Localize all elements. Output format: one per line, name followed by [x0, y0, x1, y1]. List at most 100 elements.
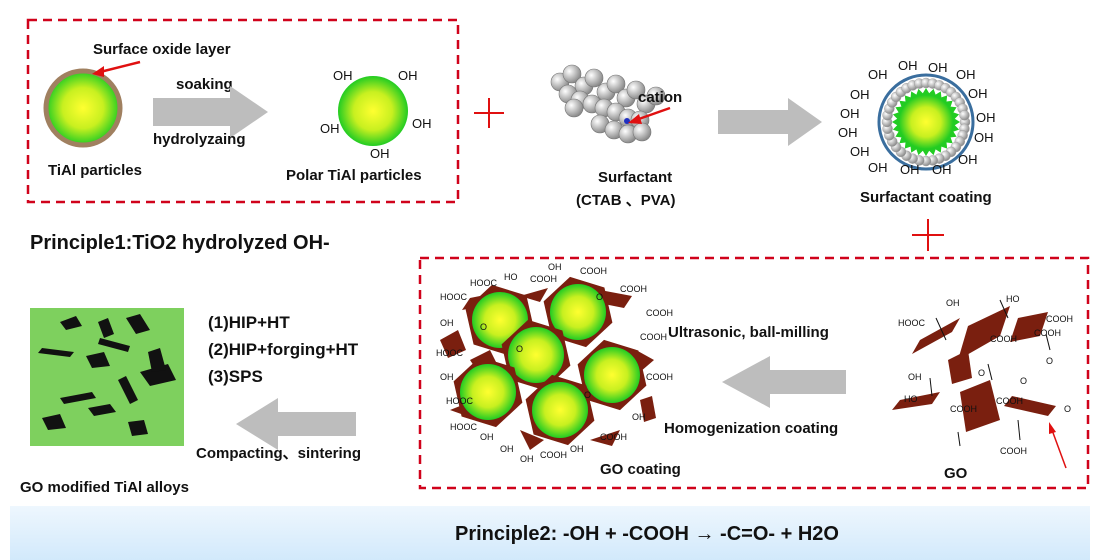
functional-group-label: O	[516, 344, 523, 354]
compacting-arrow	[236, 398, 356, 450]
functional-group-label: O	[480, 322, 487, 332]
go-sheet	[892, 392, 940, 410]
functional-group-label: OH	[480, 432, 494, 442]
soaking-label: soaking	[176, 76, 233, 93]
coated-tial-particle	[460, 364, 516, 420]
functional-group-label: HO	[1006, 294, 1020, 304]
oh-label: OH	[840, 106, 860, 121]
oh-label: OH	[900, 162, 920, 177]
tial-particle	[43, 68, 123, 148]
functional-group-label: O	[1064, 404, 1071, 414]
oh-label: OH	[838, 125, 858, 140]
functional-group-label: OH	[632, 412, 646, 422]
oh-label: OH	[850, 144, 870, 159]
surfactant-label: Surfactant	[598, 169, 672, 186]
oh-label: OH	[868, 67, 888, 82]
functional-group-label: O	[596, 292, 603, 302]
functional-group-label: COOH	[600, 432, 627, 442]
functional-group-label: COOH	[990, 334, 1017, 344]
functional-group-label: HOOC	[436, 348, 464, 358]
functional-group-label: OH	[520, 454, 534, 464]
functional-group-label: OH	[548, 262, 562, 272]
surfactant-molecule-dot	[959, 110, 970, 121]
ultrasonic-label: Ultrasonic, ball-milling	[668, 324, 829, 341]
functional-group-label: HOOC	[898, 318, 926, 328]
oh-label: OH	[370, 146, 390, 161]
oh-label: OH	[956, 67, 976, 82]
plus-sign	[474, 98, 504, 128]
oh-label: OH	[928, 60, 948, 75]
bond-line	[987, 363, 993, 381]
functional-group-label: COOH	[620, 284, 647, 294]
functional-group-label: HOOC	[440, 292, 468, 302]
molecule-atom	[626, 80, 646, 100]
molecule-atom	[584, 68, 604, 88]
functional-group-label: COOH	[640, 332, 667, 342]
go-sheet-fragment	[520, 288, 548, 302]
step1-frame	[26, 18, 460, 204]
bond-line	[935, 317, 947, 341]
go-sheet	[1010, 312, 1048, 342]
go-pointer-arrow	[1049, 422, 1067, 469]
functional-group-label: OH	[946, 298, 960, 308]
oh-label: OH	[898, 58, 918, 73]
functional-group-label: O	[584, 390, 591, 400]
polar-particle	[338, 76, 408, 146]
go-sheet-fragment	[590, 430, 620, 446]
go-modified-label: GO modified TiAl alloys	[20, 479, 189, 496]
oh-label: OH	[320, 121, 340, 136]
functional-group-label: O	[1046, 356, 1053, 366]
oh-label: OH	[398, 68, 418, 83]
go-alloy-flakes	[38, 314, 176, 436]
functional-group-label: COOH	[1034, 328, 1061, 338]
oh-label: OH	[868, 160, 888, 175]
surface-oxide-label: Surface oxide layer	[93, 41, 231, 58]
coated-tial-particle	[508, 327, 564, 383]
go-sheet-fragment	[640, 396, 656, 422]
step3-frame	[418, 256, 1090, 490]
molecule-atom	[564, 98, 584, 118]
cation-label: cation	[638, 89, 682, 106]
oh-label: OH	[974, 130, 994, 145]
go-sheet-fragment	[440, 330, 466, 358]
functional-group-label: HOOC	[450, 422, 478, 432]
oh-label: OH	[333, 68, 353, 83]
functional-group-label: COOH	[1000, 446, 1027, 456]
cation-atom	[624, 118, 630, 124]
bond-line	[929, 377, 933, 397]
process-hip-forging-ht: (2)HIP+forging+HT	[208, 340, 359, 359]
process-hip-ht: (1)HIP+HT	[208, 313, 290, 332]
functional-group-label: COOH	[646, 308, 673, 318]
oh-label: OH	[850, 87, 870, 102]
coated-core	[899, 95, 953, 149]
oxide-pointer-arrow	[92, 60, 141, 77]
functional-group-label: HOOC	[470, 278, 498, 288]
coating-arrow	[718, 98, 822, 146]
molecule-atom	[562, 64, 582, 84]
functional-group-label: O	[1020, 376, 1027, 386]
functional-group-label: COOH	[540, 450, 567, 460]
oh-label: OH	[976, 110, 996, 125]
homogenization-arrow	[722, 356, 846, 408]
go-sheet	[948, 350, 972, 384]
functional-group-label: COOH	[530, 274, 557, 284]
functional-group-label: COOH	[950, 404, 977, 414]
go-label: GO	[944, 465, 968, 482]
functional-group-label: HOOC	[446, 396, 474, 406]
go-sheet	[960, 380, 1000, 432]
functional-group-label: OH	[908, 372, 922, 382]
molecule-atom	[632, 122, 652, 142]
functional-group-label: COOH	[996, 396, 1023, 406]
polar-tial-label: Polar TiAl particles	[286, 167, 422, 184]
tial-particles-label: TiAl particles	[48, 162, 142, 179]
go-sheet	[1004, 396, 1056, 416]
surfactant-coating-label: Surfactant coating	[860, 189, 992, 206]
molecule-atom	[646, 86, 666, 106]
oh-label: OH	[412, 116, 432, 131]
functional-group-label: O	[978, 368, 985, 378]
functional-group-label: HO	[904, 394, 918, 404]
